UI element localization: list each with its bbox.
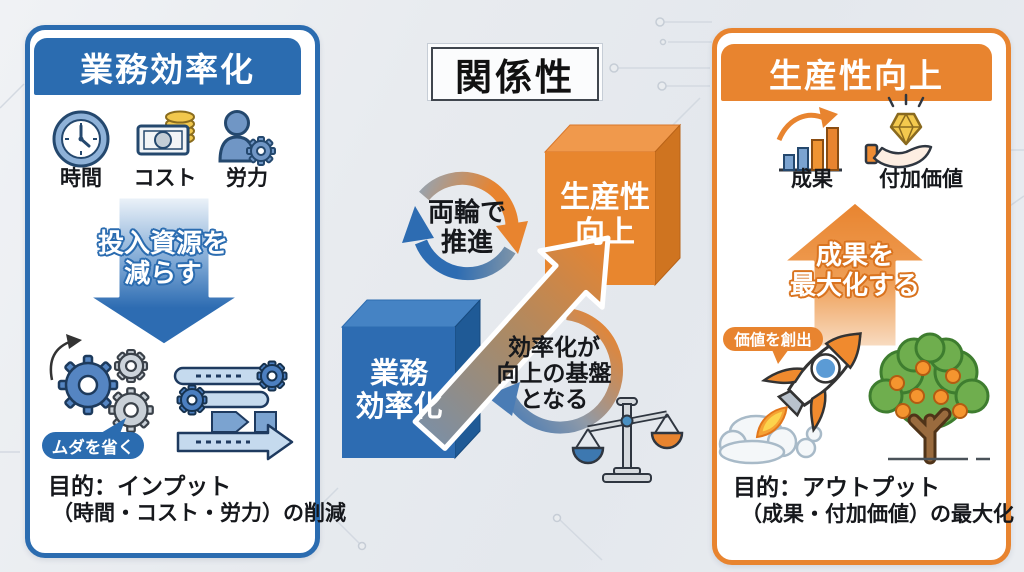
relationship-title-box: 関係性 [427, 43, 603, 101]
maximize-arrow-line1: 成果を [815, 240, 894, 270]
reduce-arrow-text: 投入資源を 減らす [68, 228, 258, 289]
efficiency-cube-line1: 業務 [369, 358, 428, 390]
productivity-cube-line1: 生産性 [560, 181, 650, 214]
maximize-arrow-text: 成果を 最大化する [760, 240, 950, 301]
value-creation-badge-label: 価値を創出 [734, 332, 812, 349]
foundation-line2: 向上の基盤 [496, 359, 612, 386]
productivity-panel-header: 生産性向上 [721, 44, 992, 101]
output-label-results: 成果 [791, 168, 833, 191]
efficiency-goal-line2: （時間・コスト・労力）の削減 [52, 502, 346, 525]
input-label-time: 時間 [60, 167, 102, 190]
value-creation-badge: 価値を創出 [723, 327, 823, 351]
reduce-arrow-line2: 減らす [124, 257, 202, 288]
productivity-cube-line2: 向上 [575, 215, 635, 249]
foundation-label: 効率化が 向上の基盤 となる [486, 334, 622, 412]
foundation-line3: となる [519, 385, 589, 412]
maximize-arrow-line2: 最大化する [789, 269, 920, 300]
efficiency-panel-header: 業務効率化 [34, 38, 301, 95]
cycle-label-line1: 両輪で [427, 197, 506, 227]
cycle-label: 両輪で 推進 [407, 197, 527, 258]
relationship-title: 関係性 [431, 47, 599, 101]
productivity-goal-line2: （成果・付加価値）の最大化 [741, 503, 1014, 526]
productivity-panel-title: 生産性向上 [769, 56, 944, 94]
efficiency-goal-line1: 目的：インプット [48, 473, 232, 499]
foundation-line1: 効率化が [508, 334, 600, 360]
efficiency-panel-title: 業務効率化 [80, 50, 255, 88]
input-label-cost: コスト [133, 167, 197, 190]
efficiency-cube-label: 業務 効率化 [343, 358, 455, 425]
output-label-added-value: 付加価値 [879, 168, 963, 191]
reduce-arrow-line1: 投入資源を [97, 228, 228, 258]
productivity-goal-line1: 目的：アウトプット [733, 474, 940, 500]
productivity-cube-label: 生産性 向上 [550, 181, 660, 250]
input-label-labor: 労力 [226, 167, 268, 190]
cycle-label-line2: 推進 [440, 226, 493, 257]
waste-reduction-badge-label: ムダを省く [51, 438, 135, 457]
efficiency-cube-line2: 効率化 [355, 391, 443, 424]
waste-reduction-badge: ムダを省く [42, 432, 144, 459]
